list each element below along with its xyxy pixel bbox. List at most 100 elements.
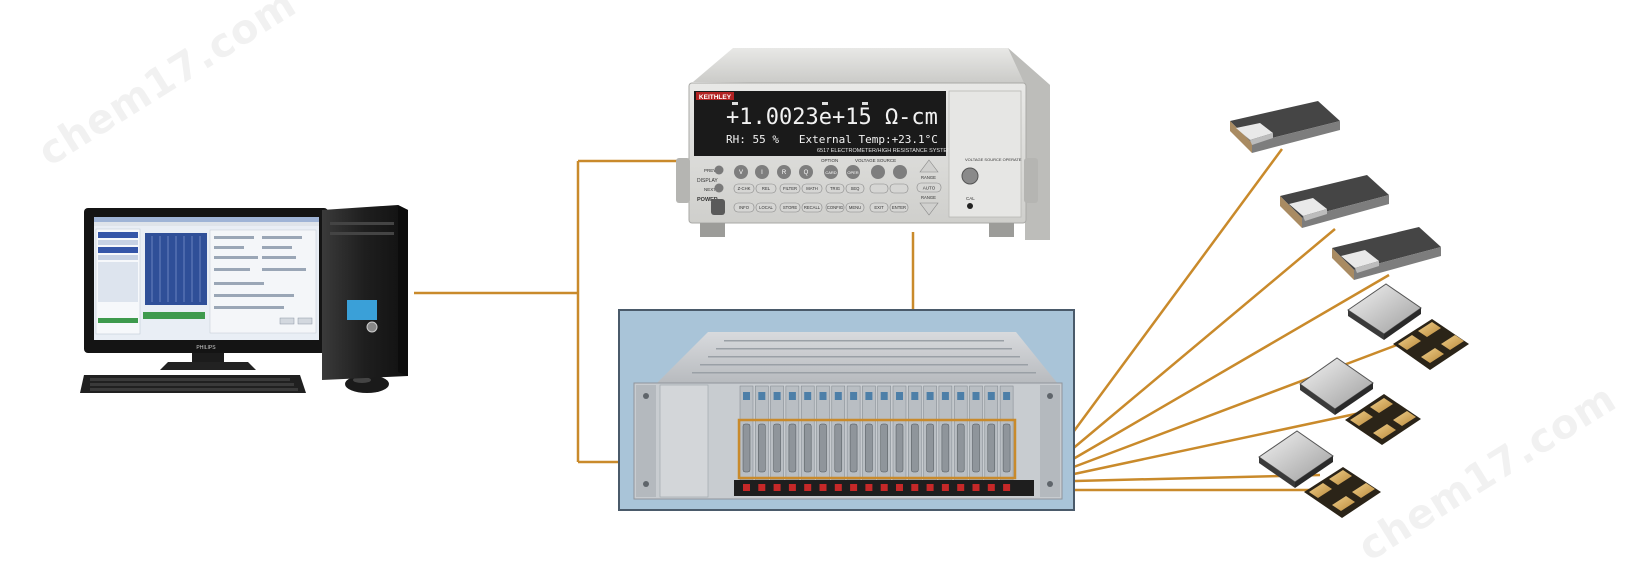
key-menu[interactable] [845,202,865,213]
card-connector [788,423,797,473]
display-sub-reading: RH: 55 % External Temp:+23.1°C [726,133,938,146]
key-left[interactable] [869,183,889,194]
meter-top-cover [693,48,1050,85]
key-zchk[interactable] [733,183,755,194]
keithley-electrometer: KEITHLEY +1.0023e+15 Ω-cm RH: 55 % Exter… [676,48,1050,240]
meter-model-line: 6517 ELECTROMETER/HIGH RESISTANCE SYSTEM [817,148,952,154]
card-connector [758,423,766,473]
key-v[interactable] [734,165,748,179]
key-math[interactable] [801,183,823,194]
label-next: NEXT [704,187,716,192]
cal-switch[interactable] [967,203,973,209]
card-led [880,484,888,491]
key-up[interactable] [893,165,907,179]
key-rel[interactable] [755,183,777,194]
card-indicator [957,392,965,400]
card-connector [849,423,858,473]
card-led [1003,484,1011,491]
key-seq-label: SEQ [851,186,861,191]
card-indicator [788,392,796,400]
crystal-pads-2 [1345,394,1421,445]
key-math-label: MATH [806,186,818,191]
card-led [804,484,812,491]
key-config[interactable] [825,202,845,213]
prev-key[interactable] [714,165,724,175]
card-connector [865,423,873,473]
key-down[interactable] [871,165,885,179]
key-store-label: STORE [783,205,798,210]
key-rel-label: REL [762,186,771,191]
key-recall[interactable] [801,202,823,213]
key-store[interactable] [779,202,801,213]
key-seq[interactable] [845,183,865,194]
key-exit[interactable] [869,202,889,213]
card-indicator [972,392,980,400]
card-led [773,484,781,491]
card-indicator [926,392,934,400]
card-indicator [804,392,812,400]
card-led [941,484,949,491]
key-exit-label: EXIT [874,205,884,210]
card-led [911,484,919,491]
card-connector [972,423,980,473]
key-q[interactable] [799,165,813,179]
card-led [743,484,750,491]
next-key[interactable] [714,183,724,193]
wire-rack-to-dut-1 [1058,148,1284,451]
card-indicator [880,392,888,400]
key-local[interactable] [755,202,777,213]
card-indicator [896,392,903,400]
card-led [987,484,995,491]
wire-rack-to-dut-3 [1067,273,1390,464]
label-option: OPTION [821,158,838,163]
card-indicator [941,392,949,400]
key-oper[interactable] [846,165,860,179]
card-connector [941,423,950,473]
crystal-pads-1 [1393,319,1469,370]
label-voltage-source: VOLTAGE SOURCE [855,158,896,163]
label-cal: CAL [966,196,975,201]
card-led [865,484,873,491]
key-i[interactable] [755,165,769,179]
rack-top-cover [656,332,1058,384]
card-indicator [743,392,750,400]
computer: PHILIPS [80,205,408,393]
key-right[interactable] [889,183,909,194]
crystal-top-3 [1258,430,1334,488]
range-down-key[interactable] [919,202,939,216]
key-config-label: CONFIG [827,205,843,210]
key-q-label: Q [804,170,809,176]
card-connector [956,423,965,473]
power-switch[interactable] [711,199,725,215]
card-led [896,484,903,491]
auto-range-key[interactable] [916,182,942,193]
card-connector [819,423,827,473]
voltage-source-knob[interactable] [961,167,979,185]
card-indicator [773,392,781,400]
smd-resistor-1 [1230,101,1340,153]
key-v-label: V [739,170,743,176]
power-button [366,321,378,333]
key-trig[interactable] [825,183,845,194]
card-connector [742,423,751,473]
key-enter[interactable] [889,202,909,213]
key-r[interactable] [777,165,791,179]
key-enter-label: ENTER [892,205,906,210]
range-up-key[interactable] [919,159,939,173]
card-led [834,484,842,491]
card-connector [926,423,934,473]
key-card[interactable] [824,165,838,179]
monitor-neck [192,353,224,363]
key-zchk-label: Z-CHK [738,186,751,191]
key-filter[interactable] [779,183,801,194]
card-led [957,484,965,491]
key-filter-label: FILTER [783,186,797,191]
key-info[interactable] [733,202,755,213]
rack-connector-highlight [737,418,1017,480]
card-led [758,484,766,491]
card-indicator [850,392,858,400]
label-power: POWER [697,197,718,203]
label-voltage-source-operate: VOLTAGE SOURCE OPERATE [965,157,1022,162]
card-led [850,484,858,491]
